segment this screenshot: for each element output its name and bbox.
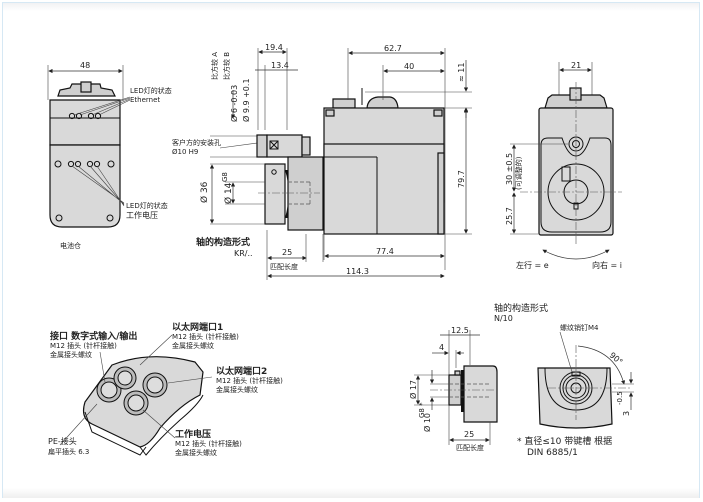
dim-phi10-tol: G8 * — [418, 402, 426, 418]
dim-phi14-tol: G8 — [221, 172, 229, 182]
dim-19-4: 19.4 — [265, 43, 283, 52]
mount-bracket — [266, 134, 303, 158]
dim-phi9-9: Ø 9.9 +0.1 — [241, 78, 251, 122]
footnote-2: DIN 6885/1 — [527, 448, 578, 458]
power-title: 工作电压 — [175, 428, 211, 440]
dim-25-7: 25.7 — [505, 207, 514, 225]
dim-phi36: Ø 36 — [199, 181, 210, 203]
led-power-label-2: 工作电压 — [126, 210, 158, 220]
eth1-title: 以太网端口1 — [172, 321, 223, 333]
dim-phi6: Ø 6 -0.03 — [229, 85, 239, 122]
eth1-plug: M12 插头 (针杆接触) — [172, 332, 239, 341]
front-lower-housing — [49, 144, 121, 228]
power-plug: M12 插头 (针杆接触) — [175, 439, 242, 448]
shaft-n10-housing — [463, 365, 498, 423]
shaft-type-kr-label-1: 轴的构造形式 — [196, 236, 250, 248]
angle-arc — [577, 345, 626, 385]
shaft-housing — [287, 156, 324, 231]
rotation-left-label: 左行 = e — [516, 260, 549, 270]
dim-11: ≈ 11 — [457, 63, 466, 82]
dim-12-5: 12.5 — [451, 326, 469, 335]
angle-90: 90° — [608, 351, 625, 367]
dim-62-7: 62.7 — [384, 44, 402, 53]
shaft-n10-view: 轴的构造形式 N/10 12.5 4 Ø 17 Ø 10 G8 * 25 匹配长… — [408, 302, 634, 458]
dim-13-4: 13.4 — [271, 61, 289, 70]
dim-phi17: Ø 17 — [408, 380, 418, 399]
io-thread: 金属接头螺纹 — [50, 350, 92, 359]
connector-io — [96, 377, 122, 403]
mount-hole-label-2: Ø10 H9 — [172, 148, 198, 156]
connector-eth1 — [113, 366, 137, 390]
dim-3: 3 — [622, 411, 631, 416]
battery-label: 电池仓 — [60, 241, 81, 250]
rotation-arrow — [542, 249, 610, 260]
dim-phi9-9-note: 比方较 B — [222, 52, 231, 80]
dim-40: 40 — [404, 62, 414, 71]
led-power-label-1: LED灯的状态 — [126, 201, 168, 210]
bottom-shadow — [3, 488, 699, 498]
pe-title: PE-接头 — [48, 436, 77, 446]
shaft-type-n10-label-2: N/10 — [494, 314, 513, 323]
power-thread: 金属接头螺纹 — [175, 448, 217, 457]
side-body-lower — [323, 143, 445, 235]
dim-48: 48 — [80, 61, 90, 70]
mount-pin — [256, 134, 268, 158]
connector-power — [123, 390, 149, 416]
dim-phi6-note: 比方较 A — [210, 52, 219, 80]
eth1-thread: 金属接头螺纹 — [172, 341, 214, 350]
shaft-type-n10-label-1: 轴的构造形式 — [494, 302, 548, 314]
connector-eth2 — [142, 372, 168, 398]
front-pe-tab — [80, 81, 92, 93]
pe-plug: 扁平插头 6.3 — [48, 447, 89, 456]
dim-79-7: 79.7 — [457, 170, 466, 188]
dim-3-tol: -0.5 — [616, 391, 624, 405]
side-connector-1 — [332, 98, 356, 109]
fit-length-kr: 匹配长度 — [270, 262, 298, 271]
top-shadow — [3, 3, 699, 11]
dim-25-n10: 25 — [464, 430, 474, 439]
side-view: 19.4 13.4 Ø 6 -0.03 比方较 A Ø 9.9 +0.1 比方较… — [172, 43, 472, 280]
dim-30: 30 ±0.5 — [505, 153, 514, 185]
eth2-thread: 金属接头螺纹 — [216, 385, 258, 394]
eth2-plug: M12 插头 (针杆接触) — [216, 376, 283, 385]
io-plug: M12 插头 (针杆接触) — [50, 341, 117, 350]
dim-114-3: 114.3 — [346, 267, 369, 276]
shaft-type-kr-label-2: KR/.. — [234, 249, 253, 258]
front-view: 48 LED灯的状态 Ethernet LED灯的状态 工作电压 电池仓 — [47, 61, 172, 250]
led-ethernet-label-2: Ethernet — [130, 96, 160, 104]
rear-view: 21 30 ±0.5 (可调整的) 25.7 左行 = e 向右 = i — [505, 61, 622, 270]
connector-view: 接口 数字式输入/输出 M12 插头 (针杆接触) 金属接头螺纹 以太网端口1 … — [48, 321, 283, 457]
mount-hole-label-1: 客户方的安装孔 — [172, 138, 221, 147]
dim-phi14: Ø 14 — [223, 182, 234, 204]
dim-30-note: (可调整的) — [514, 156, 523, 190]
dim-77-4: 77.4 — [376, 247, 394, 256]
dim-25-kr: 25 — [282, 248, 292, 257]
screw-label: 螺纹销钉M4 — [560, 323, 599, 332]
footnote-1: * 直径≤10 带键槽 根据 — [517, 435, 612, 447]
side-connector-2 — [366, 96, 399, 109]
shaft-flange — [264, 163, 286, 225]
front-leds-power — [54, 160, 115, 222]
dim-21: 21 — [571, 61, 581, 70]
front-upper-housing — [49, 99, 121, 146]
rotation-right-label: 向右 = i — [592, 260, 622, 270]
eth2-title: 以太网端口2 — [216, 365, 267, 377]
io-title: 接口 数字式输入/输出 — [50, 330, 137, 342]
dim-4: 4 — [439, 343, 444, 352]
dim-phi10: Ø 10 — [422, 413, 432, 432]
led-ethernet-label-1: LED灯的状态 — [130, 86, 172, 95]
fit-length-n10: 匹配长度 — [456, 443, 484, 452]
